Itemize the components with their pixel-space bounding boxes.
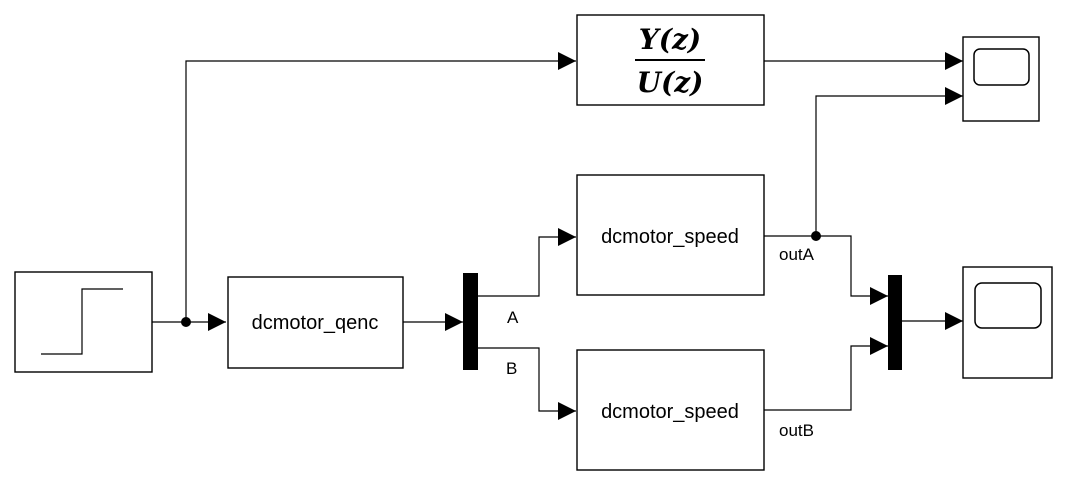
wires xyxy=(152,52,963,420)
scope-icon xyxy=(974,282,1042,329)
signal-label-out-a: outA xyxy=(779,245,815,264)
scope-icon xyxy=(973,48,1030,86)
speed-a-block[interactable]: dcmotor_speed xyxy=(576,174,765,296)
speed-b-block[interactable]: dcmotor_speed xyxy=(576,349,765,471)
scope-block-1[interactable] xyxy=(962,36,1040,122)
wire-demux-b-to-speed-b xyxy=(478,347,576,420)
transfer-fcn-denominator: U(z) xyxy=(637,66,704,99)
signal-label-b: B xyxy=(506,359,517,378)
wire-step-to-transfer-fcn xyxy=(185,52,576,322)
wire-speed-a-to-scope-1 xyxy=(815,87,963,236)
signal-label-out-b: outB xyxy=(779,421,814,440)
branch-point-out-a xyxy=(811,231,821,241)
transfer-fcn-block[interactable]: Y(z) U(z) xyxy=(576,14,765,106)
step-block[interactable] xyxy=(14,271,153,373)
mux-block[interactable] xyxy=(888,275,902,370)
transfer-fcn-numerator: Y(z) xyxy=(639,23,701,56)
wire-speed-a-to-mux xyxy=(764,235,888,305)
step-icon xyxy=(41,288,123,355)
wire-speed-b-to-mux xyxy=(764,337,888,411)
wire-demux-a-to-speed-a xyxy=(478,228,576,297)
branch-point-step xyxy=(181,317,191,327)
scope-block-2[interactable] xyxy=(962,266,1053,379)
encoder-block[interactable]: dcmotor_qenc xyxy=(227,276,404,369)
demux-block[interactable] xyxy=(463,273,478,370)
signal-label-a: A xyxy=(507,308,519,327)
speed-b-block-label: dcmotor_speed xyxy=(601,401,739,423)
encoder-block-label: dcmotor_qenc xyxy=(252,312,379,334)
speed-a-block-label: dcmotor_speed xyxy=(601,226,739,248)
